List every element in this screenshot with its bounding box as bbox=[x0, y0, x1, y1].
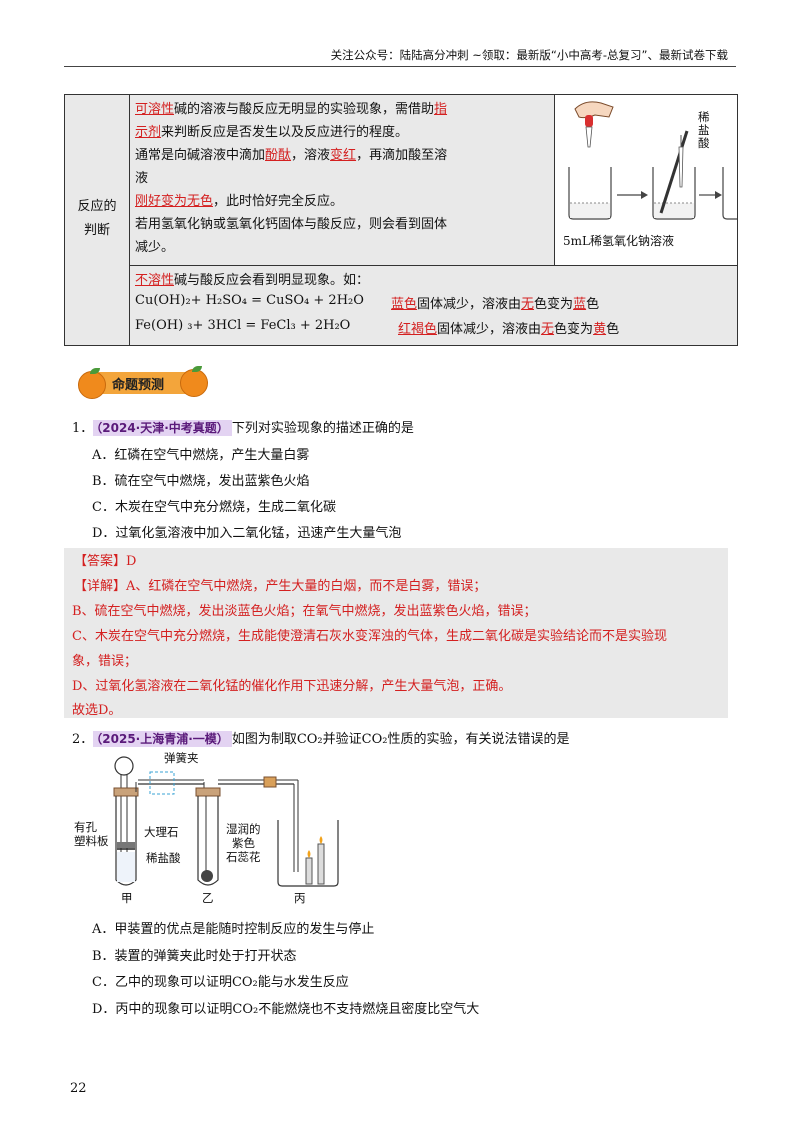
marble-icon bbox=[117, 842, 135, 848]
soluble-base-cell: 可溶性碱的溶液与酸反应无明显的实验现象，需借助指 示剂来判断反应是否发生以及反应… bbox=[130, 95, 555, 266]
leaf-left-icon bbox=[90, 368, 100, 374]
cell1-line-5: 刚好变为无色，此时恰好完全反应。 bbox=[135, 194, 344, 209]
q1-option-c: C．木炭在空气中充分燃烧，生成二氧化碳 bbox=[92, 500, 336, 515]
dropper-icon bbox=[585, 126, 593, 148]
co2-apparatus-diagram bbox=[113, 756, 339, 887]
q2-option-d: D．丙中的现象可以证明CO₂不能燃烧也不支持燃烧且密度比空气大 bbox=[92, 1002, 480, 1017]
stopper-2-icon bbox=[195, 787, 221, 797]
dropper-bulb-icon bbox=[585, 115, 593, 127]
q1-option-b: B．硫在空气中燃烧，发出蓝紫色火焰 bbox=[92, 474, 310, 489]
cell2-line-1: 不溶性碱与酸反应会看到明显现象。如： bbox=[135, 273, 370, 288]
leaf-right-icon bbox=[192, 366, 202, 372]
litmus-flower-icon bbox=[201, 870, 213, 882]
section-pill bbox=[88, 372, 200, 394]
q1-explain-6: 故选D。 bbox=[72, 703, 122, 718]
litmus-label: 湿润的紫色石蕊花 bbox=[226, 822, 261, 864]
q2-option-b: B．装置的弹簧夹此时处于打开状态 bbox=[92, 949, 297, 964]
header-rule bbox=[64, 66, 736, 67]
figure-caption: 5mL稀氢氧化钠溶液 bbox=[563, 234, 674, 248]
q1-explain-3: C、木炭在空气中充分燃烧，生成能使澄清石灰水变浑浊的气体，生成二氧化碳是实验结论… bbox=[72, 629, 667, 644]
equation-1: Cu(OH)₂+ H₂SO₄ = CuSO₄ + 2H₂O bbox=[135, 293, 364, 308]
dropper-2-icon bbox=[678, 146, 684, 188]
section-title: 命题预测 bbox=[112, 378, 165, 393]
page-number: 22 bbox=[70, 1081, 87, 1096]
section-badge: 命题预测 bbox=[74, 366, 214, 400]
equation-2-phenomenon: 红褐色固体减少，溶液由无色变为黄色 bbox=[398, 322, 620, 337]
beaker-2-icon bbox=[652, 167, 696, 220]
q2-source: （2025·上海青浦·一模） bbox=[93, 731, 232, 747]
row-label-line-2: 判断 bbox=[83, 223, 110, 238]
acid-label: 稀 盐 酸 bbox=[698, 110, 710, 150]
stopper-1-icon bbox=[113, 787, 139, 797]
co2-apparatus-figure: 弹簧夹 有孔塑料板 大理石 稀盐酸 湿润的紫色石蕊花 甲 乙 丙 bbox=[74, 751, 454, 905]
q1-source: （2024·天津·中考真题） bbox=[93, 420, 232, 436]
plate-label: 有孔塑料板 bbox=[74, 820, 109, 848]
cell1-line-3: 通常是向碱溶液中滴加酚酞，溶液变红，再滴加酸至溶 bbox=[135, 148, 448, 163]
cell1-line-7: 减少。 bbox=[135, 240, 175, 255]
hand-icon bbox=[574, 101, 614, 119]
q2-option-a: A．甲装置的优点是能随时控制反应的发生与停止 bbox=[92, 922, 375, 937]
candle-low-icon bbox=[305, 857, 313, 885]
glass-rod-icon bbox=[659, 130, 689, 214]
q1-explain-5: D、过氧化氢溶液在二氧化锰的催化作用下迅速分解，产生大量气泡，正确。 bbox=[72, 679, 512, 694]
label-bing: 丙 bbox=[294, 891, 306, 905]
equation-2: Fe(OH) ₃+ 3HCl = FeCl₃ + 2H₂O bbox=[135, 318, 351, 333]
candle-high-icon bbox=[317, 843, 325, 885]
q1-option-a: A．红磷在空气中燃烧，产生大量白雾 bbox=[92, 448, 310, 463]
flame-high-icon bbox=[319, 836, 323, 844]
acid-label-2: 稀盐酸 bbox=[146, 851, 181, 865]
q1-answer-box: 【答案】D 【详解】A、红磷在空气中燃烧，产生大量的白烟，而不是白雾，错误； B… bbox=[64, 548, 728, 718]
q1-option-d: D．过氧化氢溶液中加入二氧化锰，迅速产生大量气泡 bbox=[92, 526, 402, 541]
beaker-1-icon bbox=[568, 167, 612, 220]
spring-clip-icon bbox=[149, 771, 175, 795]
label-yi: 乙 bbox=[202, 891, 214, 905]
insoluble-base-cell: 不溶性碱与酸反应会看到明显现象。如： Cu(OH)₂+ H₂SO₄ = CuSO… bbox=[130, 266, 737, 345]
tube-jia-icon bbox=[115, 796, 137, 886]
q1-stem: 1．（2024·天津·中考真题）下列对实验现象的描述正确的是 bbox=[72, 420, 414, 436]
q1-explain-4: 象，错误； bbox=[72, 654, 138, 669]
rubber-joint-icon bbox=[263, 776, 277, 788]
cell1-line-6: 若用氢氧化钠或氢氧化钙固体与酸反应，则会看到固体 bbox=[135, 217, 448, 232]
spring-clip-label: 弹簧夹 bbox=[164, 751, 199, 765]
beaker-bing-icon bbox=[277, 820, 339, 887]
q1-explain-1: 【详解】A、红磷在空气中燃烧，产生大量的白烟，而不是白雾，错误； bbox=[74, 579, 487, 594]
orange-left-icon bbox=[78, 371, 106, 399]
q1-answer: 【答案】D bbox=[74, 554, 137, 569]
titration-diagram bbox=[568, 101, 737, 220]
label-jia: 甲 bbox=[121, 891, 133, 905]
tube-yi-icon bbox=[197, 796, 219, 886]
q1-explain-2: B、硫在空气中燃烧，发出淡蓝色火焰；在氧气中燃烧，发出蓝紫色火焰，错误； bbox=[72, 604, 537, 619]
equation-1-phenomenon: 蓝色固体减少，溶液由无色变为蓝色 bbox=[391, 297, 600, 312]
orange-right-icon bbox=[180, 369, 208, 397]
cell1-line-4: 液 bbox=[135, 171, 149, 186]
q2-option-c: C．乙中的现象可以证明CO₂能与水发生反应 bbox=[92, 975, 349, 990]
titration-figure-cell: 稀 盐 酸 5mL稀氢氧化钠溶液 bbox=[555, 95, 737, 266]
cell1-line-1: 可溶性碱的溶液与酸反应无明显的实验现象，需借助指 bbox=[135, 102, 448, 117]
marble-label: 大理石 bbox=[144, 825, 179, 839]
arrow-right-icon bbox=[641, 191, 648, 199]
beaker-3-icon bbox=[722, 167, 737, 220]
cell1-line-2: 示剂来判断反应是否发生以及反应进行的程度。 bbox=[135, 125, 409, 140]
q2-stem: 2．（2025·上海青浦·一模）如图为制取CO₂并验证CO₂性质的实验，有关说法… bbox=[72, 731, 570, 747]
row-label-line-1: 反应的 bbox=[77, 199, 117, 214]
flame-low-icon bbox=[307, 850, 311, 858]
reaction-judgement-table: 反应的 判断 可溶性碱的溶液与酸反应无明显的实验现象，需借助指 示剂来判断反应是… bbox=[64, 94, 738, 346]
page-header: 关注公众号：陆陆高分冲刺 ~领取：最新版“小中高考-总复习”、最新试卷下载 bbox=[330, 48, 728, 62]
funnel-bulb-icon bbox=[114, 756, 134, 776]
row-label-cell: 反应的 判断 bbox=[65, 95, 130, 345]
